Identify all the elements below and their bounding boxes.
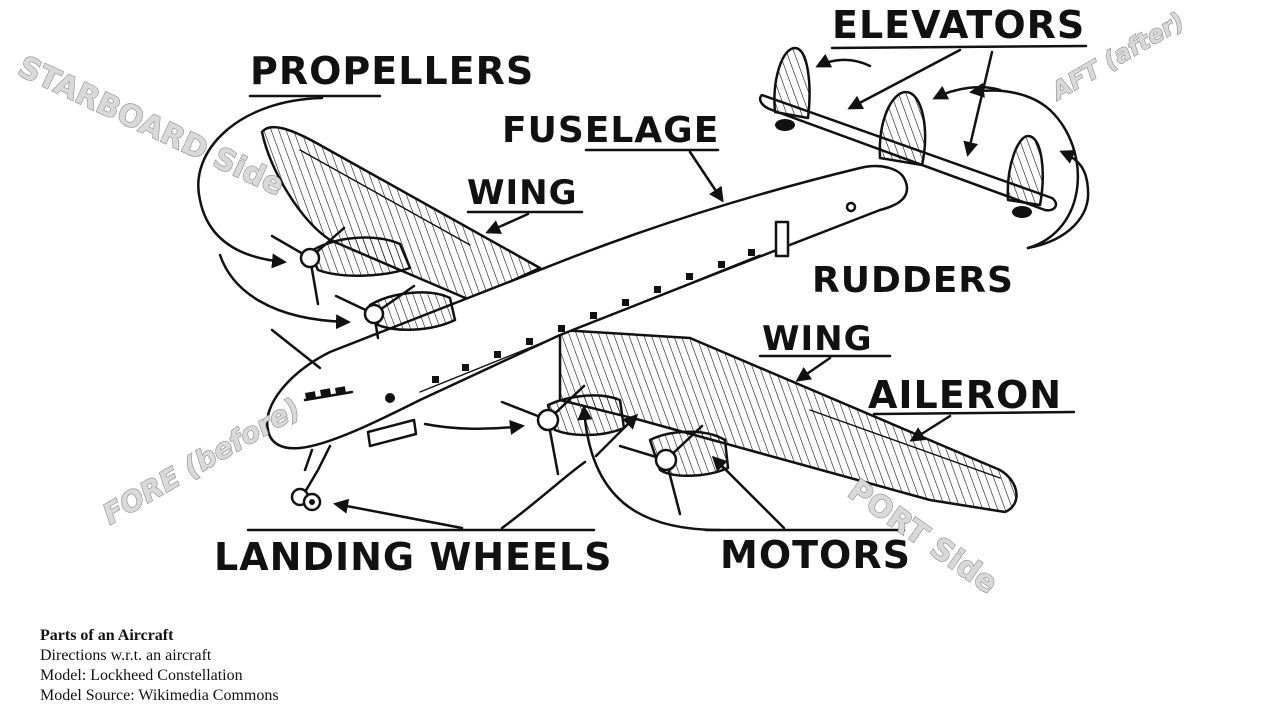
label-rudders: RUDDERS — [812, 260, 1014, 301]
label-propellers: PROPELLERS — [250, 49, 534, 93]
port-wing — [558, 328, 1018, 514]
cabin-windows — [432, 249, 755, 383]
label-landing-wheels: LANDING WHEELS — [214, 535, 613, 579]
caption-title: Parts of an Aircraft — [40, 627, 174, 644]
caption-line: Directions w.r.t. an aircraft — [40, 647, 212, 664]
aircraft-illustration — [260, 46, 1058, 516]
propeller-2 — [334, 284, 416, 340]
rudder-center — [878, 90, 927, 167]
direction-starboard: STARBOARD Side — [13, 50, 290, 204]
caption-line: Model: Lockheed Constellation — [40, 667, 243, 684]
propeller-4 — [618, 424, 704, 516]
label-aileron: AILERON — [868, 373, 1062, 417]
part-labels: PROPELLERS ELEVATORS FUSELAGE WING RUDDE… — [214, 3, 1085, 579]
rudder-left — [773, 46, 811, 120]
caption-block: Parts of an Aircraft Directions w.r.t. a… — [40, 626, 279, 706]
label-wing-port: WING — [762, 319, 873, 359]
landing-gear — [290, 418, 418, 512]
caption-line: Model Source: Wikimedia Commons — [40, 687, 279, 704]
propeller-3 — [500, 384, 586, 476]
aileron-surface — [809, 409, 1001, 479]
leader-lines — [197, 44, 1090, 532]
engine-nacelle-1 — [308, 236, 412, 277]
label-fuselage: FUSELAGE — [502, 110, 719, 151]
rudder-right — [1006, 134, 1044, 207]
label-elevators: ELEVATORS — [832, 3, 1085, 47]
label-motors: MOTORS — [720, 533, 911, 577]
propeller-1 — [270, 226, 346, 306]
label-wing-starboard: WING — [467, 173, 578, 213]
direction-fore: FORE (before) — [97, 391, 306, 531]
starboard-wing — [260, 125, 542, 302]
